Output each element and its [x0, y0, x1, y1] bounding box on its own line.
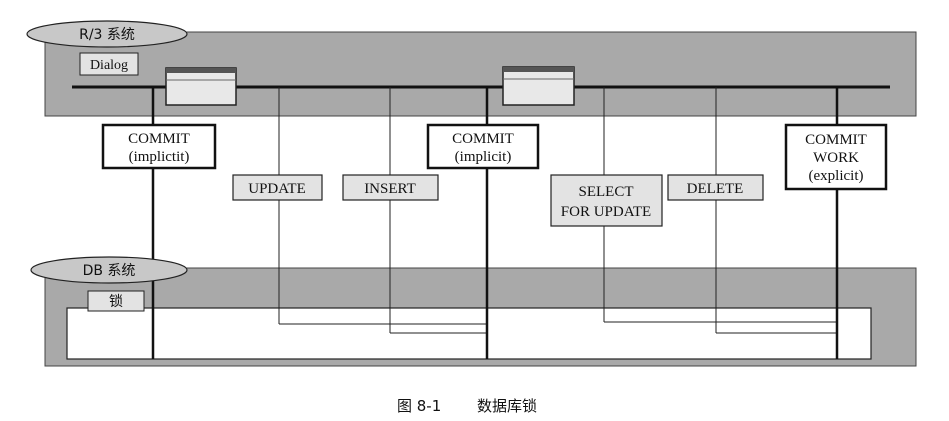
dialog-screen-2: [502, 66, 575, 106]
commit2-line1: COMMIT: [452, 131, 514, 147]
commit-work-line3: (explicit): [809, 168, 864, 184]
commit1-box: COMMIT (implictit): [101, 123, 217, 170]
insert-box: INSERT: [342, 174, 439, 201]
update-box: UPDATE: [232, 174, 323, 201]
r3-system-label: R/3 系统: [79, 27, 135, 43]
update-label: UPDATE: [248, 181, 306, 197]
delete-box: DELETE: [667, 174, 764, 201]
dialog-screen-1: [165, 67, 237, 106]
commit2-box: COMMIT (implicit): [426, 123, 540, 170]
commit1-line1: COMMIT: [128, 131, 190, 147]
r3-system-ellipse: [26, 20, 188, 48]
dialog-label-box: [79, 52, 139, 76]
commit-work-line1: COMMIT: [805, 132, 867, 148]
select-line1: SELECT: [579, 184, 634, 200]
commit1-line2: (implictit): [129, 149, 190, 165]
commit-work-line2: WORK: [813, 150, 859, 166]
figure-title: 数据库锁: [477, 397, 537, 415]
insert-label: INSERT: [364, 181, 416, 197]
lock-label: 锁: [109, 294, 123, 310]
figure-number: 图 8-1: [397, 397, 441, 415]
delete-label: DELETE: [687, 181, 744, 197]
db-system-ellipse: [30, 256, 188, 284]
select-for-update-box: SELECT FOR UPDATE: [550, 174, 663, 227]
commit2-line2: (implicit): [455, 149, 512, 165]
dialog-label: Dialog: [90, 58, 128, 73]
db-system-label: DB 系统: [83, 263, 136, 279]
select-line2: FOR UPDATE: [561, 204, 651, 220]
commit-work-box: COMMIT WORK (explicit): [784, 123, 888, 191]
lock-label-box: [87, 290, 145, 312]
